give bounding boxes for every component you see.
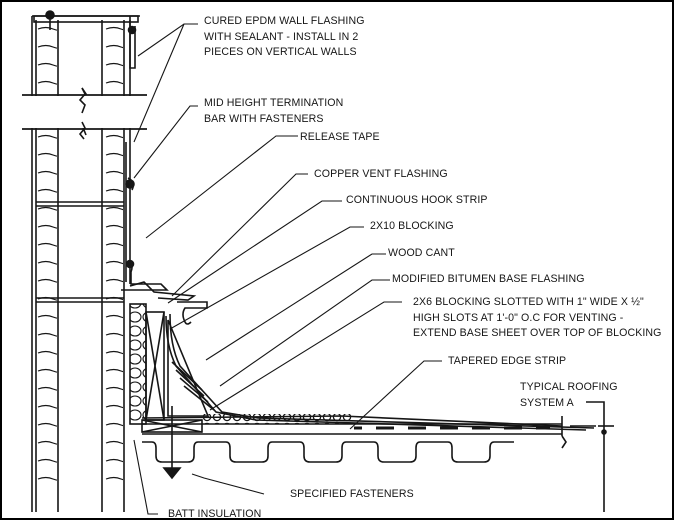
- callout-line: CONTINUOUS HOOK STRIP: [346, 194, 488, 206]
- callout-2x10-blocking: 2X10 BLOCKING: [370, 219, 454, 235]
- callout-line: COPPER VENT FLASHING: [314, 168, 448, 180]
- vent-and-blocking: [129, 281, 595, 433]
- callout-epdm-wall-flashing: CURED EPDM WALL FLASHING WITH SEALANT - …: [204, 14, 365, 61]
- callout-continuous-hook-strip: CONTINUOUS HOOK STRIP: [346, 193, 488, 209]
- callout-line: WOOD CANT: [388, 247, 455, 259]
- wall-flashing: [45, 10, 169, 291]
- callout-line: BAR WITH FASTENERS: [204, 112, 324, 125]
- callout-termination-bar: MID HEIGHT TERMINATION BAR WITH FASTENER…: [204, 96, 343, 127]
- callout-release-tape: RELEASE TAPE: [300, 130, 380, 146]
- callout-line: 2X10 BLOCKING: [370, 220, 454, 232]
- callout-line: SYSTEM A: [520, 396, 574, 409]
- callout-2x6-slotted-blocking: 2X6 BLOCKING SLOTTED WITH 1" WIDE X ½" H…: [413, 295, 662, 342]
- callout-wood-cant: WOOD CANT: [388, 246, 455, 262]
- callout-tapered-edge-strip: TAPERED EDGE STRIP: [448, 354, 566, 370]
- callout-line: TYPICAL ROOFING: [520, 381, 618, 393]
- callout-line: 2X6 BLOCKING SLOTTED WITH 1" WIDE X ½": [413, 296, 644, 308]
- masonry-wall: [22, 15, 147, 512]
- callout-specified-fasteners: SPECIFIED FASTENERS: [290, 487, 414, 503]
- callout-line: SPECIFIED FASTENERS: [290, 488, 414, 500]
- callout-batt-insulation: BATT INSULATION: [168, 507, 262, 520]
- roof-assembly: [141, 401, 614, 512]
- callout-line: TAPERED EDGE STRIP: [448, 355, 567, 367]
- callout-line: PIECES ON VERTICAL WALLS: [204, 46, 357, 58]
- callout-line: CURED EPDM WALL FLASHING: [204, 15, 365, 27]
- callout-line: MID HEIGHT TERMINATION: [204, 97, 344, 109]
- callout-line: MODIFIED BITUMEN BASE FLASHING: [392, 273, 585, 285]
- callout-line: EXTEND BASE SHEET OVER TOP OF BLOCKING: [413, 327, 662, 339]
- callout-copper-vent-flashing: COPPER VENT FLASHING: [314, 167, 448, 183]
- callout-line: RELEASE TAPE: [300, 131, 380, 143]
- callout-modified-bitumen-base-flashing: MODIFIED BITUMEN BASE FLASHING: [392, 272, 585, 288]
- callout-line: BATT INSULATION: [168, 508, 262, 520]
- callout-typical-roofing-system: TYPICAL ROOFING SYSTEM A: [520, 380, 618, 411]
- callout-line: HIGH SLOTS AT 1'-0" O.C FOR VENTING -: [413, 311, 624, 324]
- leader-lines: [133, 23, 442, 515]
- callout-line: WITH SEALANT - INSTALL IN 2: [204, 30, 359, 43]
